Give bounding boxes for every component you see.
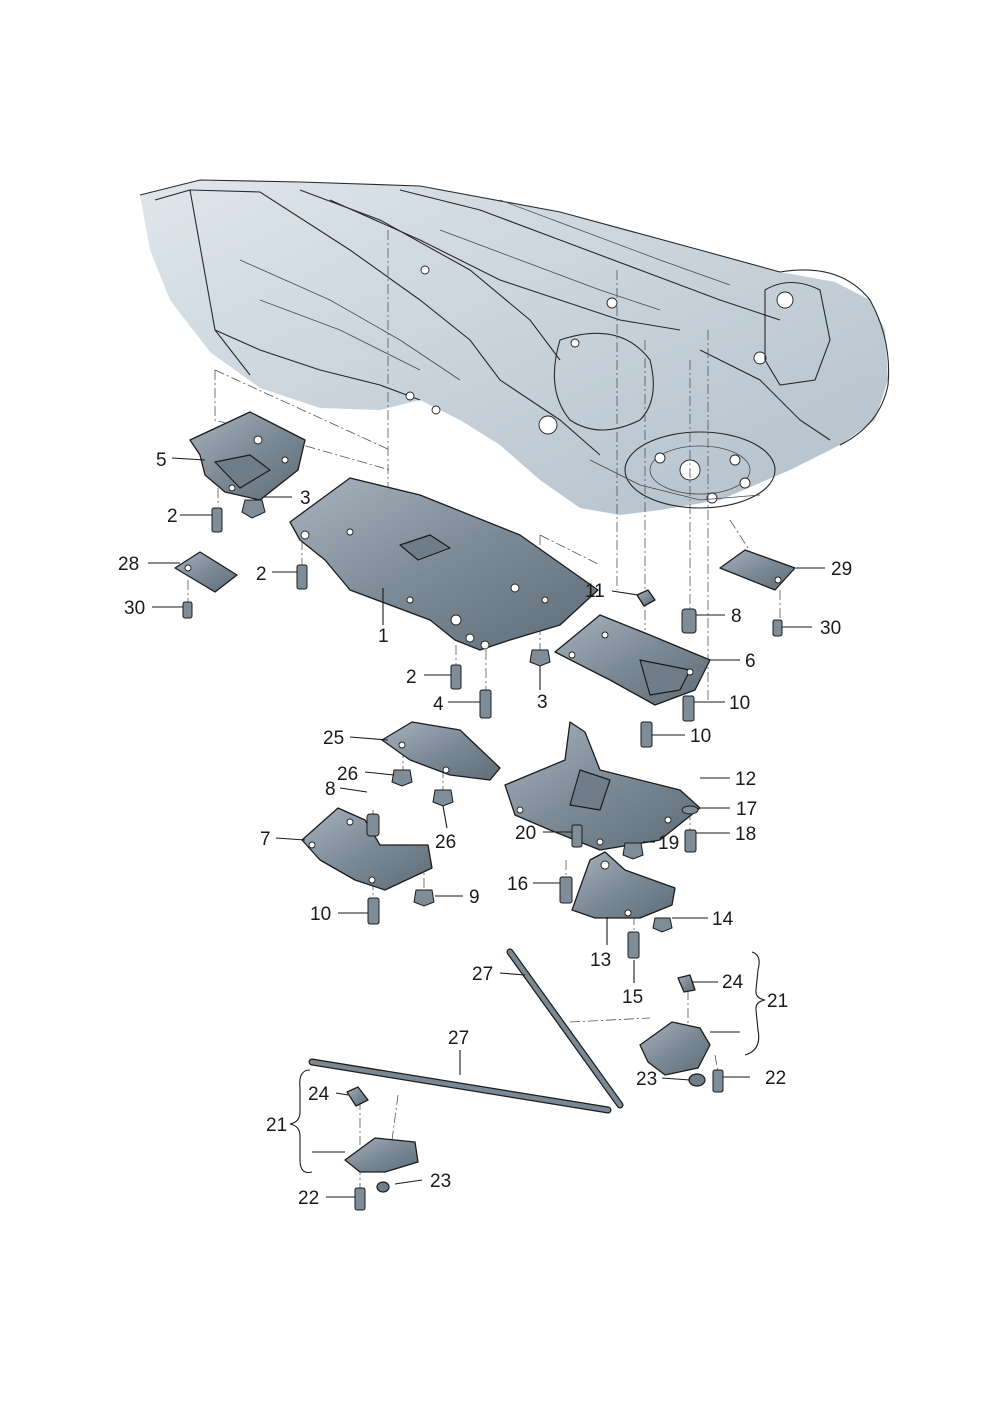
callout-8: 8 [325,779,336,800]
callout-21: 21 [266,1115,287,1136]
callout-26: 26 [337,764,358,785]
callout-11: 11 [585,581,605,602]
part-27-rod-lower [308,1058,612,1114]
callout-30: 30 [124,598,145,619]
part-21-bracket-left [344,1086,419,1193]
part-28-plate [174,551,238,593]
callout-19: 19 [658,833,679,854]
vehicle-underbody [139,179,890,515]
callout-30: 30 [820,618,841,639]
callout-10: 10 [690,726,711,747]
part-1-underbody-panel [289,477,599,651]
callout-2: 2 [167,506,178,527]
part-5-cover [189,411,306,501]
callout-28: 28 [118,554,139,575]
callout-5: 5 [156,450,167,471]
callout-2: 2 [256,564,267,585]
leader-lines [148,457,825,1198]
callout-22: 22 [765,1068,786,1089]
callout-27: 27 [448,1028,469,1049]
callout-23: 23 [430,1171,451,1192]
callout-2: 2 [406,667,417,688]
callout-22: 22 [298,1188,319,1209]
part-12-cover [504,721,701,851]
callout-6: 6 [745,651,756,672]
callout-4: 4 [433,694,444,715]
callout-3: 3 [300,488,311,509]
callout-26: 26 [435,832,456,853]
callout-17: 17 [736,799,757,820]
callout-21: 21 [767,991,788,1012]
part-27-rod-upper [506,948,624,1109]
part-13-cover [571,851,676,919]
callout-9: 9 [469,887,480,908]
callout-29: 29 [831,559,852,580]
callout-20: 20 [515,823,536,844]
callout-23: 23 [636,1069,657,1090]
callout-10: 10 [310,904,331,925]
callout-27: 27 [472,964,493,985]
part-25-cover [381,721,501,781]
callout-12: 12 [735,769,756,790]
callout-10: 10 [729,693,750,714]
callout-8: 8 [731,606,742,627]
callout-labels: 1 2 2 2 3 3 4 5 6 7 8 8 9 10 10 10 11 12… [118,450,852,1209]
callout-24: 24 [722,972,744,993]
callout-18: 18 [735,824,756,845]
callout-24: 24 [308,1084,330,1105]
callout-13: 13 [590,950,611,971]
part-11-clip [636,589,656,607]
callout-7: 7 [260,829,271,850]
callout-1: 1 [378,626,389,647]
callout-14: 14 [712,909,734,930]
callout-25: 25 [323,728,344,749]
callout-16: 16 [507,874,528,895]
part-7-cover [301,807,433,891]
part-21-bracket-right [639,974,711,1087]
callout-3: 3 [537,692,548,713]
fasteners [182,499,783,1211]
callout-15: 15 [622,987,643,1008]
part-29-plate [719,549,796,591]
part-6-cover [554,614,711,706]
